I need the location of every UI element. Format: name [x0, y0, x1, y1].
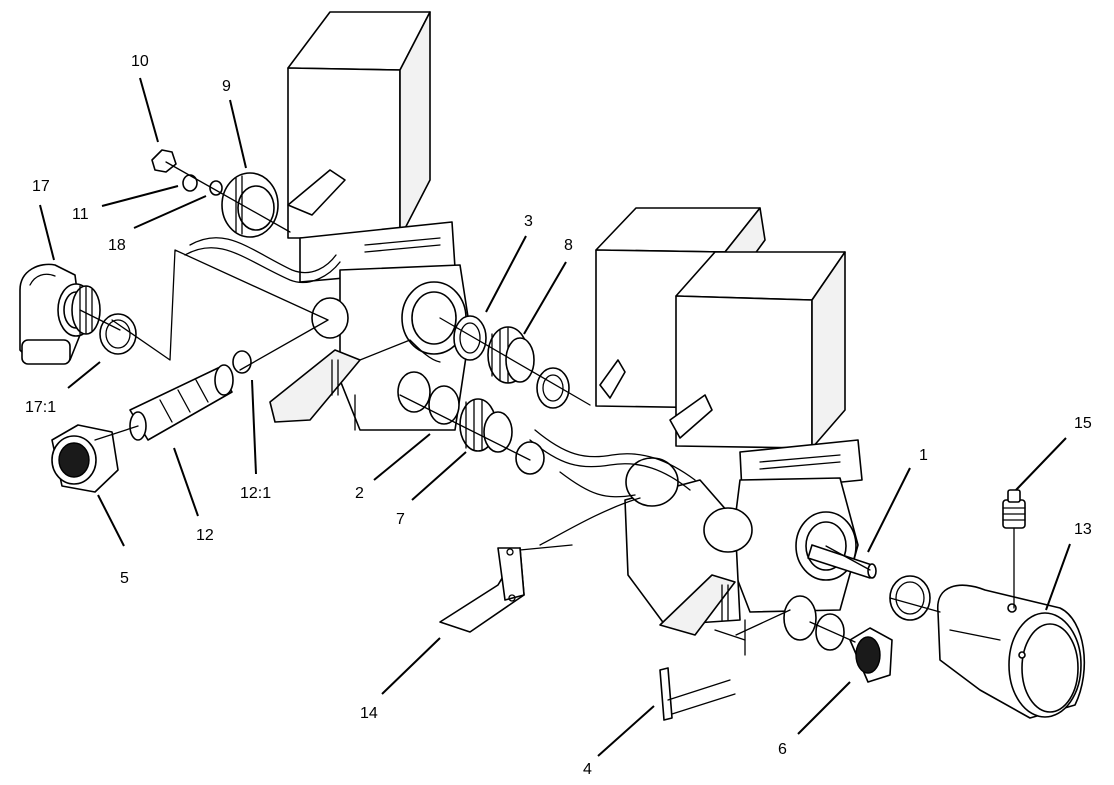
o-ring-8 — [536, 367, 570, 409]
actuator-left — [287, 11, 456, 283]
part-6-plug — [783, 595, 893, 683]
callout-18: 18 — [108, 237, 126, 254]
callout-7: 7 — [396, 511, 405, 528]
callout-13: 13 — [1074, 521, 1092, 538]
part-4-clip — [659, 667, 736, 721]
centerlines — [79, 161, 1015, 643]
callout-2: 2 — [355, 485, 364, 502]
callout-17: 17 — [32, 178, 50, 195]
callout-14: 14 — [360, 705, 378, 722]
callout-12: 12 — [196, 527, 214, 544]
callout-1: 1 — [919, 447, 928, 464]
callout-3: 3 — [524, 213, 533, 230]
callout-11: 11 — [72, 206, 89, 223]
o-ring-2b — [428, 385, 460, 425]
part-8-union — [487, 326, 535, 384]
part-13-housing — [889, 575, 1086, 719]
callout-9: 9 — [222, 78, 231, 95]
callout-17-1: 17:1 — [25, 399, 56, 416]
o-ring-12-1 — [232, 350, 252, 374]
part-5-nut — [51, 424, 119, 493]
callout-4: 4 — [583, 761, 592, 778]
part-11-washer — [182, 174, 198, 192]
part-12-hose-barb — [129, 364, 234, 441]
callouts: 10 9 17 11 18 17:1 3 8 2 7 12:1 12 5 1 1… — [25, 53, 1092, 778]
part-15-fitting — [1002, 489, 1026, 529]
part-14-bracket — [439, 547, 525, 633]
part-2-o-ring — [397, 371, 431, 413]
part-1-rod — [807, 544, 877, 579]
flex-tubing — [184, 237, 696, 498]
callout-10: 10 — [131, 53, 149, 70]
callout-12-1: 12:1 — [240, 485, 271, 502]
callout-15: 15 — [1074, 415, 1092, 432]
part-10-nut — [151, 149, 177, 173]
part-7-union — [459, 398, 513, 453]
part-3-o-ring — [453, 315, 487, 361]
callout-8: 8 — [564, 237, 573, 254]
callout-5: 5 — [120, 570, 129, 587]
leader-lines — [39, 77, 1071, 757]
o-ring-7 — [515, 441, 545, 475]
part-17-1-fitting — [71, 285, 101, 335]
part-9-fitting — [221, 172, 279, 238]
callout-6: 6 — [778, 741, 787, 758]
